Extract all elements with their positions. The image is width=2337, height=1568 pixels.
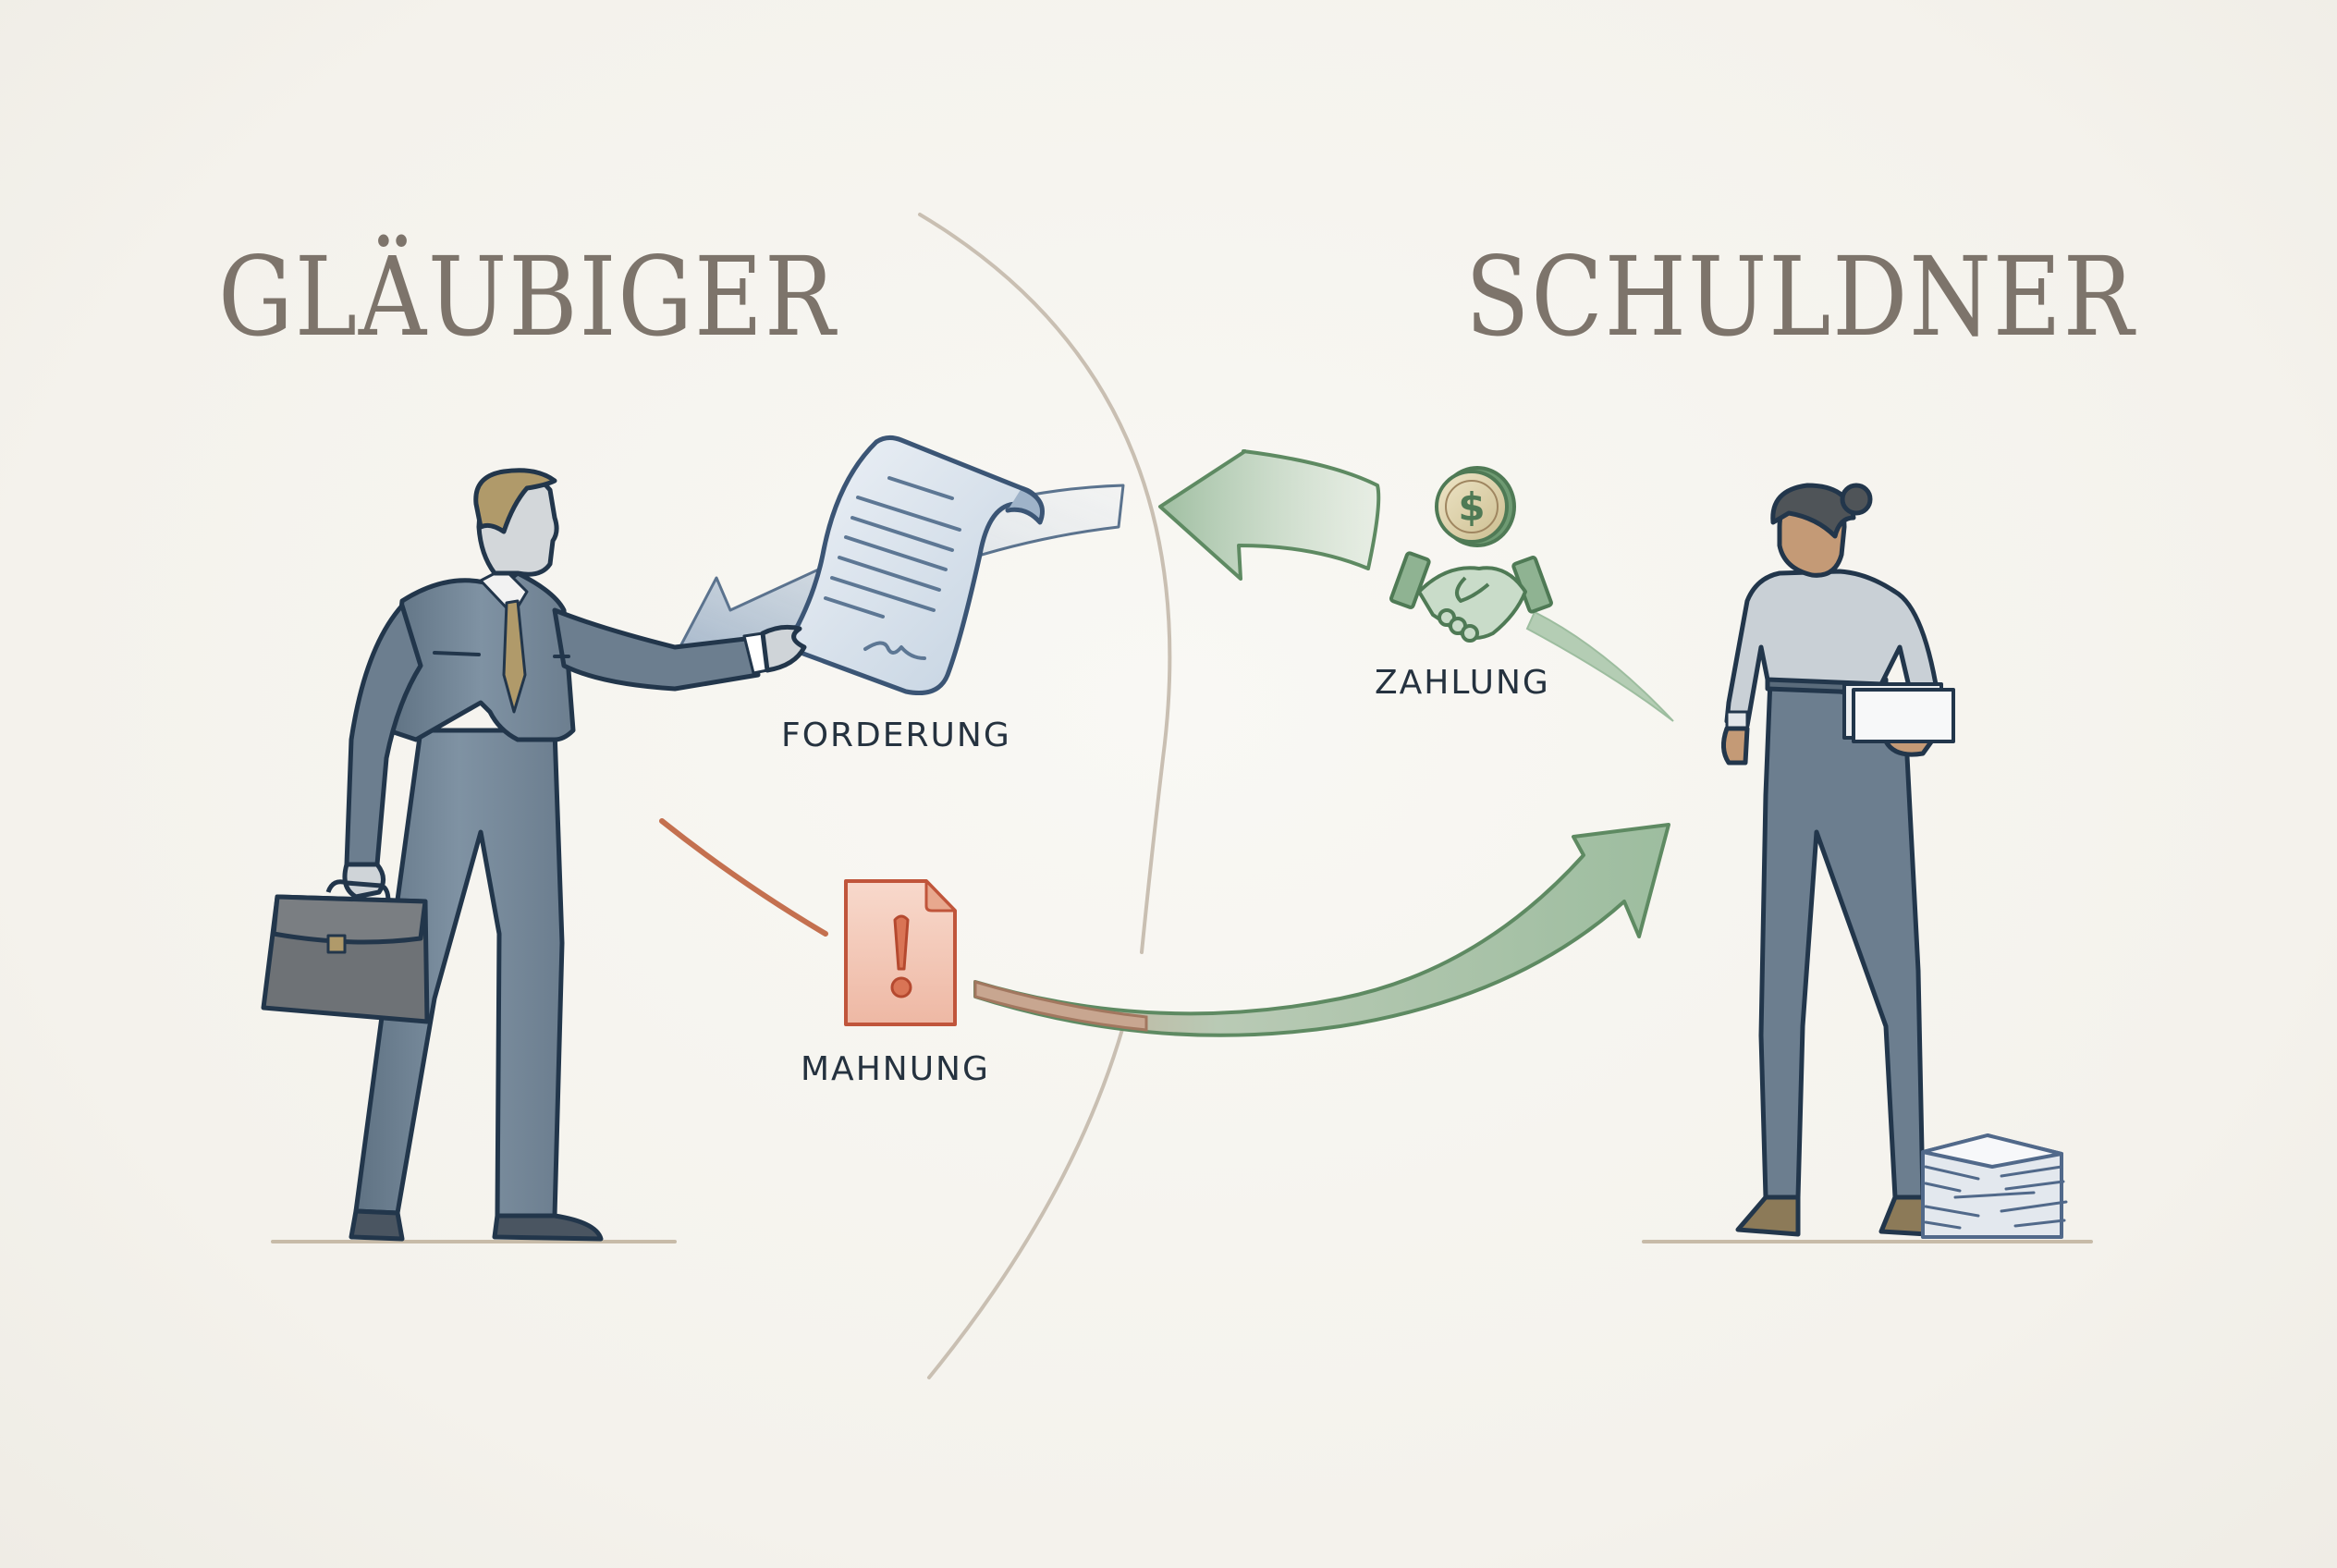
warning-document-icon	[844, 879, 957, 1026]
handshake-icon	[1389, 551, 1553, 643]
debtor-heading: SCHULDNER	[1465, 233, 2135, 361]
svg-text:$: $	[1458, 484, 1485, 530]
paper-stack-icon	[1921, 1133, 2068, 1239]
coin-icon: $	[1435, 466, 1516, 547]
document-scroll-icon	[783, 435, 1045, 695]
zahlung-arrow	[1158, 449, 1674, 722]
creditor-figure	[342, 468, 807, 1242]
mahnung-to-schuldner-arrow	[973, 823, 1670, 1037]
creditor-heading: GLÄUBIGER	[218, 233, 837, 361]
zahlung-label: ZAHLUNG	[1375, 664, 1550, 702]
divider-arc	[918, 213, 1172, 1379]
mahnung-curve-left	[659, 818, 828, 937]
mahnung-label: MAHNUNG	[801, 1050, 990, 1088]
forderung-label: FORDERUNG	[781, 717, 1011, 754]
debtor-figure	[1721, 483, 1944, 1237]
briefcase-icon	[261, 879, 430, 1024]
folder-icon	[1842, 682, 1955, 743]
